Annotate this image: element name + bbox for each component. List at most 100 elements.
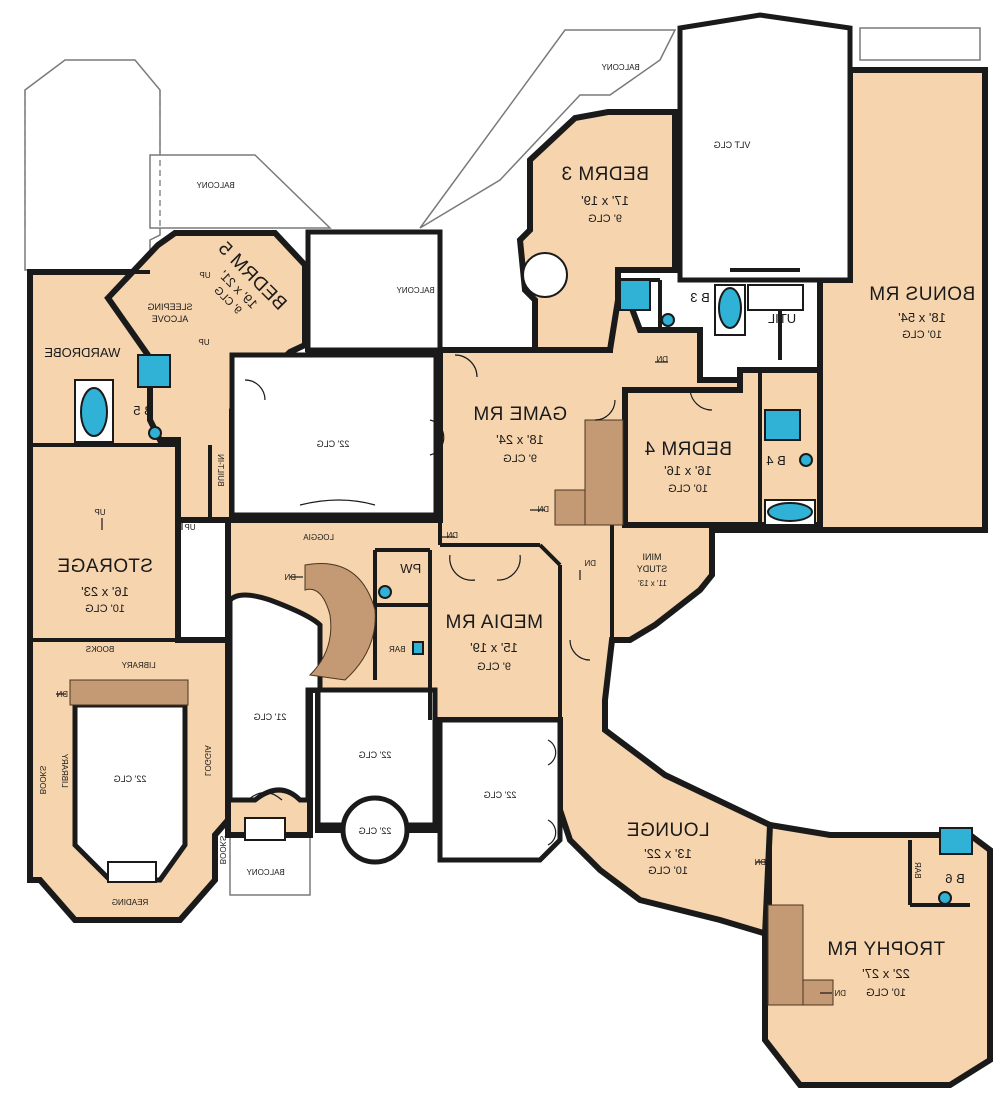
- tub-b3-basin-icon: [718, 287, 742, 329]
- dn-label-library: DN: [56, 690, 68, 699]
- trophy-room-size: 22' x 27': [862, 966, 910, 981]
- bonus-room-size: 18' x 54': [898, 310, 946, 325]
- clg-22-library-label: 22' CLG: [114, 774, 147, 784]
- interior-walls: [30, 268, 970, 935]
- dn-label-lounge: DN: [754, 858, 766, 867]
- balcony-nw-outline: [149, 154, 332, 229]
- balcony-west-outline: [24, 59, 161, 271]
- game-room-name: GAME RM: [473, 404, 567, 425]
- stair-trophy: [767, 904, 804, 1006]
- bonus-room-ceiling: 10' CLG: [902, 329, 942, 341]
- shower-b4-icon: [764, 409, 801, 441]
- stair-game-landing: [554, 489, 586, 526]
- balcony-label-nw: BALCONY: [196, 181, 235, 190]
- bedroom-3-ceiling: 9' CLG: [588, 213, 622, 225]
- bedroom-3-size: 17' x 19': [581, 193, 629, 208]
- trophy-room-area: [762, 821, 993, 1088]
- dn-label-study: DN: [584, 559, 596, 568]
- trophy-room-ceiling: 10' CLG: [866, 987, 906, 999]
- shower-bedrm5-icon: [137, 354, 171, 388]
- sink-pw-icon: [378, 585, 392, 599]
- bar-sink-icon: [412, 641, 424, 655]
- shower-b6-icon: [939, 827, 973, 855]
- bedroom-3-name: BEDRM 3: [561, 164, 649, 185]
- balcony-label-south: BALCONY: [246, 868, 285, 877]
- vlt-clg-label: VLT CLG: [714, 140, 751, 150]
- clg-22-upper-label: 22' CLG: [317, 439, 350, 449]
- trophy-room-name: TROPHY RM: [827, 939, 945, 960]
- loggia-side-label: LOGGIA: [203, 745, 212, 776]
- up-label-alcove-1: UP: [199, 271, 210, 280]
- balcony-ne-outline: [859, 27, 981, 61]
- mini-study-size: 11' x 13': [638, 579, 667, 588]
- library-side-label: LIBRARY: [60, 753, 69, 788]
- util-box-icon: [747, 284, 804, 311]
- up-label-alcove-2: UP: [198, 338, 209, 347]
- storage-size: 16' x 23': [81, 584, 129, 599]
- lounge-ceiling: 10' CLG: [648, 865, 688, 877]
- bedroom-4-size: 16' x 16': [664, 463, 712, 478]
- clg-22-center-label: 22' CLG: [359, 750, 392, 760]
- balcony-label-north: BALCONY: [601, 63, 640, 72]
- storage-ceiling: 10' CLG: [85, 603, 125, 615]
- open-to-below: [72, 12, 853, 883]
- bar-trophy-label: BAR: [913, 862, 922, 879]
- up-label-storage: UP: [94, 508, 105, 517]
- mini-study-name-1: MINI: [643, 552, 662, 562]
- mini-study-name-2: STUDY: [637, 564, 668, 574]
- game-room-ceiling: 9' CLG: [503, 453, 537, 465]
- alcove-label: ALCOVE: [152, 314, 189, 324]
- sink-b6-icon: [938, 891, 952, 905]
- game-room-size: 18' x 24': [496, 432, 544, 447]
- media-room-size: 15' x 19': [470, 640, 518, 655]
- misc-labels: BALCONY BALCONY BALCONY BALCONY VLT CLG …: [38, 63, 965, 998]
- void-22-upper: [229, 352, 439, 518]
- bar-label: BAR: [389, 645, 406, 654]
- balcony-north-outline: [419, 29, 677, 229]
- books-label-west: BOOKS: [38, 766, 47, 794]
- bedroom-3-area: [516, 109, 678, 353]
- books-label-top: BOOKS: [86, 645, 114, 654]
- tub-b5-basin-icon: [80, 387, 108, 437]
- void-22-round: [340, 795, 410, 865]
- sleeping-label: SLEEPING: [147, 302, 192, 312]
- stair-library: [69, 679, 189, 706]
- lounge-name: LOUNGE: [626, 820, 709, 841]
- clg-22-lower-label: 22' CLG: [484, 790, 517, 800]
- reading-label: READING: [112, 898, 148, 907]
- clg-22-round-label: 22' CLG: [359, 826, 392, 836]
- fixtures: [74, 279, 973, 905]
- balcony-south-outline: [229, 834, 311, 896]
- wardrobe-label: WARDROBE: [44, 345, 120, 360]
- books-label-south: BOOKS: [218, 836, 227, 864]
- stair-game: [584, 419, 624, 526]
- bath-b4-label: B 4: [766, 453, 786, 468]
- exterior-outlines: [24, 20, 981, 896]
- dn-label-bedrm3: DN: [656, 355, 668, 364]
- built-in-label: BUILT-IN: [216, 454, 225, 487]
- bath-b6-label: B 6: [945, 871, 965, 886]
- balcony-south-rail-icon: [244, 817, 286, 841]
- media-room-name: MEDIA RM: [445, 612, 543, 633]
- clg-21-label: 21' CLG: [254, 712, 287, 722]
- doors: [244, 354, 713, 846]
- balcony-label-center: BALCONY: [396, 286, 435, 295]
- bath-b5-label: B 5: [133, 403, 153, 418]
- library-top-label: LIBRARY: [121, 661, 156, 670]
- void-library: [72, 702, 188, 883]
- media-room-ceiling: 9' CLG: [477, 661, 511, 673]
- util-label: UTIL: [768, 311, 796, 326]
- pw-label: PW: [400, 561, 422, 576]
- shower-b3-icon: [619, 279, 651, 311]
- bedroom-4-name: BEDRM 4: [644, 439, 732, 460]
- dn-label-trophy: DN: [834, 989, 846, 998]
- stair-arrows: [56, 361, 832, 994]
- bath-b3-label: B 3: [690, 290, 710, 305]
- bedroom-4-ceiling: 10' CLG: [668, 483, 708, 495]
- sink-b3-icon: [661, 313, 675, 327]
- up-label-builtin: UP: [184, 523, 195, 532]
- storage-name: STORAGE: [57, 556, 153, 577]
- lounge-size: 13' x 22': [644, 846, 692, 861]
- loggia-label: LOGGIA: [303, 533, 334, 542]
- stair-foyer-curve: [304, 563, 376, 681]
